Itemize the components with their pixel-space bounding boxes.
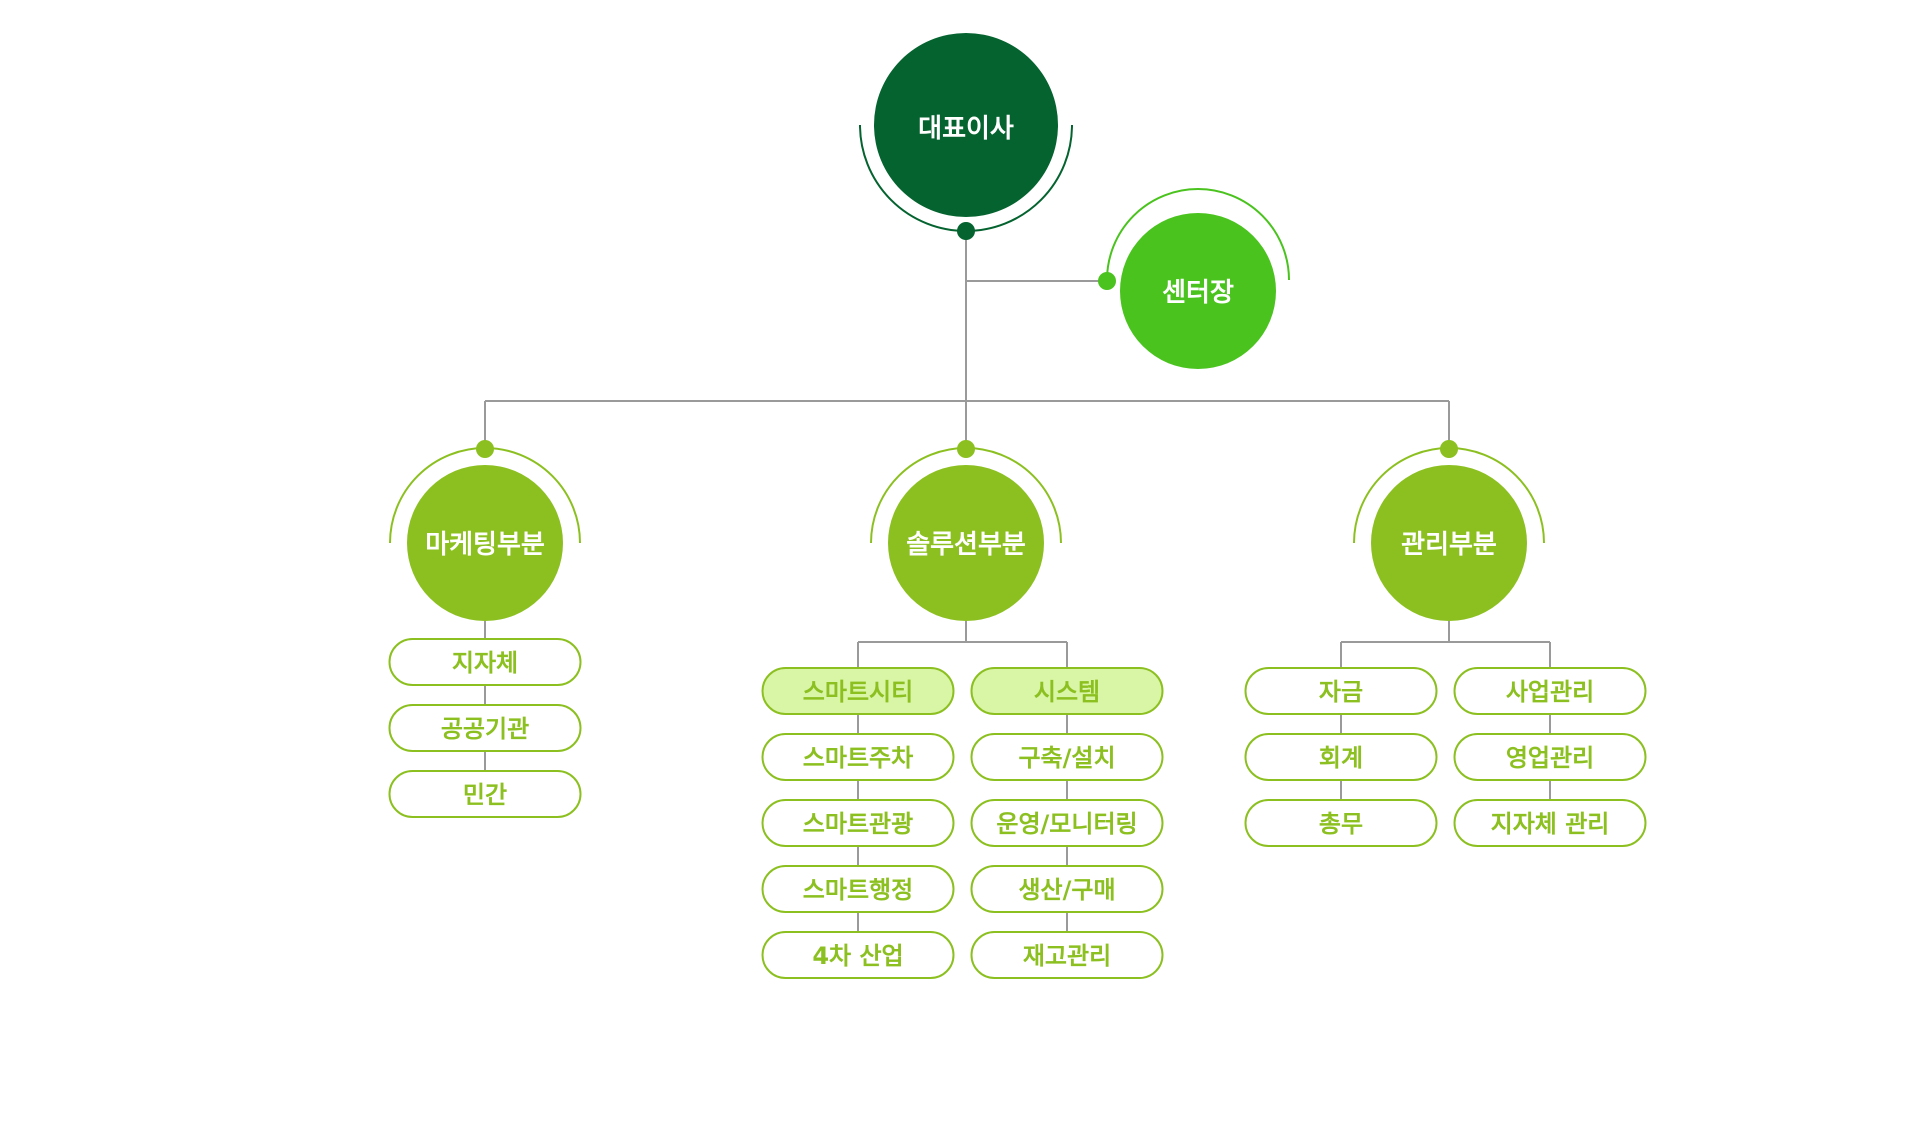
dept-circle xyxy=(1371,465,1527,621)
sub-item-pill-box xyxy=(970,799,1164,847)
sub-item-label: 공공기관 xyxy=(441,715,529,743)
ceo-label: 대표이사 xyxy=(918,114,1014,144)
sub-item-pill: 지자체 관리 xyxy=(1453,799,1647,847)
center-dot xyxy=(1098,272,1116,290)
sub-item-label: 시스템 xyxy=(1034,678,1100,706)
sub-item-pill-box xyxy=(970,931,1164,979)
sub-item-pill-box xyxy=(761,799,955,847)
ceo-dot xyxy=(957,222,975,240)
sub-item-pill: 재고관리 xyxy=(970,931,1164,979)
sub-item-pill: 스마트주차 xyxy=(761,733,955,781)
sub-item-pill: 스마트행정 xyxy=(761,865,955,913)
sub-item-pill-box xyxy=(388,638,582,686)
center-label: 센터장 xyxy=(1162,278,1234,308)
sub-item-pill-box xyxy=(761,931,955,979)
sub-item-label: 영업관리 xyxy=(1506,744,1594,772)
dept-label: 마케팅부분 xyxy=(425,530,545,560)
dept-dot xyxy=(957,440,975,458)
center-arc xyxy=(1106,188,1290,281)
sub-item-label: 민간 xyxy=(463,781,507,809)
sub-item-pill-box xyxy=(970,667,1164,715)
dept-label: 솔루션부분 xyxy=(906,530,1026,560)
sub-item-label: 지자체 관리 xyxy=(1491,810,1610,838)
sub-item-pill: 공공기관 xyxy=(388,704,582,752)
sub-item-pill: 생산/구매 xyxy=(970,865,1164,913)
sub-item-label: 스마트관광 xyxy=(803,810,913,838)
dept-label: 관리부분 xyxy=(1401,530,1497,560)
sub-item-label: 회계 xyxy=(1319,744,1363,772)
sub-item-pill: 지자체 xyxy=(388,638,582,686)
dept-dot xyxy=(1440,440,1458,458)
dept-circle xyxy=(888,465,1044,621)
sub-item-pill: 자금 xyxy=(1244,667,1438,715)
sub-item-label: 사업관리 xyxy=(1506,678,1594,706)
sub-item-pill: 총무 xyxy=(1244,799,1438,847)
sub-item-pill-box xyxy=(761,667,955,715)
sub-item-pill: 시스템 xyxy=(970,667,1164,715)
sub-item-label: 생산/구매 xyxy=(1018,876,1115,904)
sub-item-pill: 스마트시티 xyxy=(761,667,955,715)
sub-item-pill-box xyxy=(1453,799,1647,847)
sub-item-label: 자금 xyxy=(1319,678,1363,706)
sub-item-pill-box xyxy=(1453,733,1647,781)
sub-item-pill-box xyxy=(761,733,955,781)
center-circle xyxy=(1120,213,1276,369)
sub-item-pill-box xyxy=(970,733,1164,781)
sub-item-label: 스마트행정 xyxy=(803,876,913,904)
sub-item-label: 스마트시티 xyxy=(803,678,913,706)
sub-item-label: 재고관리 xyxy=(1023,942,1111,970)
sub-item-pill: 사업관리 xyxy=(1453,667,1647,715)
sub-item-pill: 회계 xyxy=(1244,733,1438,781)
dept-circle xyxy=(407,465,563,621)
sub-item-pill: 4차 산업 xyxy=(761,931,955,979)
sub-item-label: 4차 산업 xyxy=(812,942,903,970)
sub-item-pill: 구축/설치 xyxy=(970,733,1164,781)
ceo-node: 대표이사 xyxy=(859,33,1073,240)
sub-item-pill-box xyxy=(1244,733,1438,781)
sub-item-label: 구축/설치 xyxy=(1018,744,1115,772)
sub-item-pill-box xyxy=(1453,667,1647,715)
sub-item-label: 지자체 xyxy=(452,649,518,677)
sub-item-pill: 운영/모니터링 xyxy=(970,799,1164,847)
sub-item-label: 스마트주차 xyxy=(803,744,913,772)
dept-dot xyxy=(476,440,494,458)
sub-item-pill-box xyxy=(761,865,955,913)
sub-item-pill: 민간 xyxy=(388,770,582,818)
sub-item-pill: 영업관리 xyxy=(1453,733,1647,781)
sub-item-pill: 스마트관광 xyxy=(761,799,955,847)
sub-item-label: 총무 xyxy=(1319,810,1363,838)
center-node: 센터장 xyxy=(1098,188,1290,369)
sub-item-pill-box xyxy=(1244,799,1438,847)
sub-item-pill-box xyxy=(388,770,582,818)
sub-item-pill-box xyxy=(970,865,1164,913)
sub-item-label: 운영/모니터링 xyxy=(996,810,1137,838)
sub-item-pill-box xyxy=(1244,667,1438,715)
ceo-circle xyxy=(874,33,1058,217)
sub-item-pill-box xyxy=(388,704,582,752)
